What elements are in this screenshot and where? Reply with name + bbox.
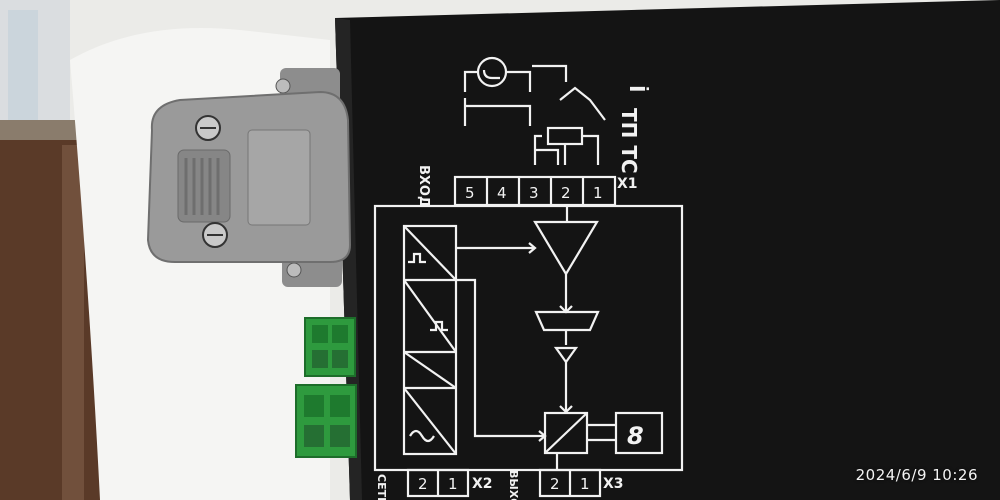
x1-pin-3: 3 [529,184,539,202]
x3-pin-1: 1 [580,475,590,493]
dac-icon [543,411,589,455]
terminal-block-upper [304,317,356,377]
driver-icon [553,346,579,364]
connector-x2-label: X2 [472,476,493,492]
device-panel [335,0,1000,500]
input-label: ВХОД [416,165,431,208]
sensor-types-label: ТП ТС [617,108,641,174]
x3-pin-2: 2 [550,475,560,493]
db9-connector [146,68,352,287]
connector-x1-label: X1 [617,176,638,192]
display-digit-icon: 8 [627,422,644,450]
adc-icon [534,310,600,332]
sine-wave-icon [409,429,435,443]
block-diagram-frame [373,204,684,472]
photo-timestamp: 2024/6/9 10:26 [855,466,978,484]
amplifier-icon [533,220,599,277]
output-label: ВЫХО [507,470,520,500]
x2-pin-2: 2 [418,475,428,493]
pulse-wave-icon [408,252,426,264]
connector-x3-label: X3 [603,476,624,492]
x2-pin-1: 1 [448,475,458,493]
x1-pin-1: 1 [593,184,603,202]
power-supply-block [402,224,458,456]
pulse-wave-icon [430,320,448,332]
bottle-shape [8,10,38,120]
shelf-edge [0,120,80,142]
thermocouple-junction-icon [559,86,606,121]
display-icon [614,411,664,455]
x1-pin-4: 4 [497,184,507,202]
wiring-diagram [373,56,684,498]
x1-pin-2: 2 [561,184,571,202]
ground-symbol-text: İ [625,85,649,92]
cabinet-frame [62,145,84,500]
terminal-block-lower [295,384,357,458]
power-label: СЕТЬ [375,474,388,500]
x1-pin-5: 5 [465,184,475,202]
